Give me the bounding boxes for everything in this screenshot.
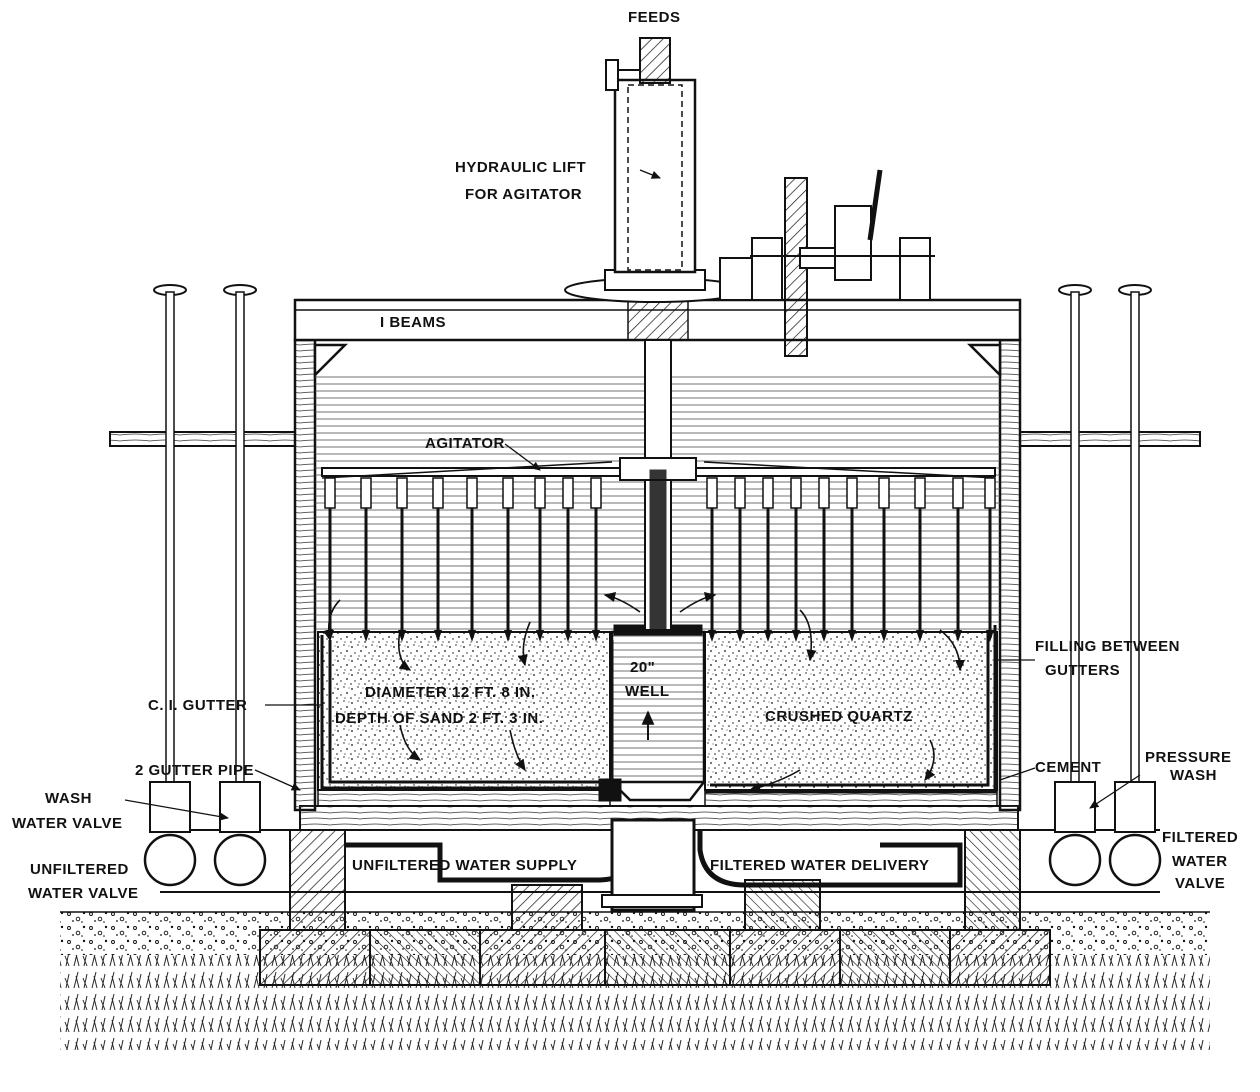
sand-bed: [317, 631, 998, 807]
label-i-beams: I BEAMS: [380, 314, 446, 331]
label-filtered-valve-2: WATER: [1172, 853, 1228, 870]
label-pressure-1: PRESSURE: [1145, 749, 1232, 766]
valve-stems: [143, 284, 1162, 887]
label-agitator: AGITATOR: [425, 435, 505, 452]
label-hydraulic-lift-1: HYDRAULIC LIFT: [455, 159, 586, 176]
valve-stem: [219, 284, 261, 833]
label-filling-1: FILLING BETWEEN: [1035, 638, 1180, 655]
valve-stem: [149, 284, 191, 833]
agitator-rake: [818, 477, 830, 642]
label-depth-of-sand: DEPTH OF SAND 2 FT. 3 IN.: [335, 710, 543, 727]
valve-body: [1108, 833, 1162, 887]
agitator-rakes: [324, 477, 996, 642]
agitator-rake: [562, 477, 574, 642]
agitator-rake: [878, 477, 890, 642]
agitator-rake: [846, 477, 858, 642]
label-diameter: DIAMETER 12 FT. 8 IN.: [365, 684, 536, 701]
agitator-rake: [360, 477, 372, 642]
label-feeds: FEEDS: [628, 9, 681, 26]
label-wash-2: WATER VALVE: [12, 815, 123, 832]
central-well: [610, 624, 706, 802]
agitator-rake: [502, 477, 514, 642]
foundation-footings: [259, 829, 1051, 986]
agitator-rake: [790, 477, 802, 642]
labels: FEEDS HYDRAULIC LIFT FOR AGITATOR I BEAM…: [12, 9, 1238, 902]
side-walkway-planks: [109, 431, 1201, 447]
agitator-rake: [590, 477, 602, 642]
label-well: WELL: [625, 683, 670, 700]
agitator-rake: [396, 477, 408, 642]
agitator-rake: [762, 477, 774, 642]
label-unfiltered-valve-2: WATER VALVE: [28, 885, 139, 902]
label-gutter-pipe: 2 GUTTER PIPE: [135, 762, 254, 779]
label-filtered-valve-3: VALVE: [1175, 875, 1225, 892]
label-ci-gutter: C. I. GUTTER: [148, 697, 247, 714]
valve-body: [143, 833, 197, 887]
agitator-rake: [534, 477, 546, 642]
label-unfiltered-supply: UNFILTERED WATER SUPPLY: [352, 857, 577, 874]
label-unfiltered-valve-1: UNFILTERED: [30, 861, 129, 878]
leader-lines: [124, 169, 1141, 821]
agitator: [321, 299, 996, 631]
label-cement: CEMENT: [1035, 759, 1101, 776]
valve-body: [1048, 833, 1102, 887]
label-well-size: 20": [630, 659, 655, 676]
label-wash-1: WASH: [45, 790, 92, 807]
valve-body: [213, 833, 267, 887]
label-crushed-quartz: CRUSHED QUARTZ: [765, 708, 913, 725]
agitator-rake: [952, 477, 964, 642]
supply-delivery-pipes: [345, 818, 963, 912]
agitator-rake: [914, 477, 926, 642]
label-hydraulic-lift-2: FOR AGITATOR: [465, 186, 582, 203]
agitator-rake: [734, 477, 746, 642]
agitator-rake: [466, 477, 478, 642]
label-pressure-2: WASH: [1170, 767, 1217, 784]
agitator-rake: [706, 477, 718, 642]
agitator-drive-gearing: [719, 169, 935, 357]
hydraulic-lift: [564, 37, 746, 303]
label-filling-2: GUTTERS: [1045, 662, 1120, 679]
agitator-rake: [984, 477, 996, 642]
flow-arrows: [322, 591, 966, 793]
valve-stem: [1054, 284, 1096, 833]
valve-stem: [1114, 284, 1156, 833]
label-filtered-delivery: FILTERED WATER DELIVERY: [710, 857, 930, 874]
agitator-rake: [432, 477, 444, 642]
label-filtered-valve-1: FILTERED: [1162, 829, 1238, 846]
